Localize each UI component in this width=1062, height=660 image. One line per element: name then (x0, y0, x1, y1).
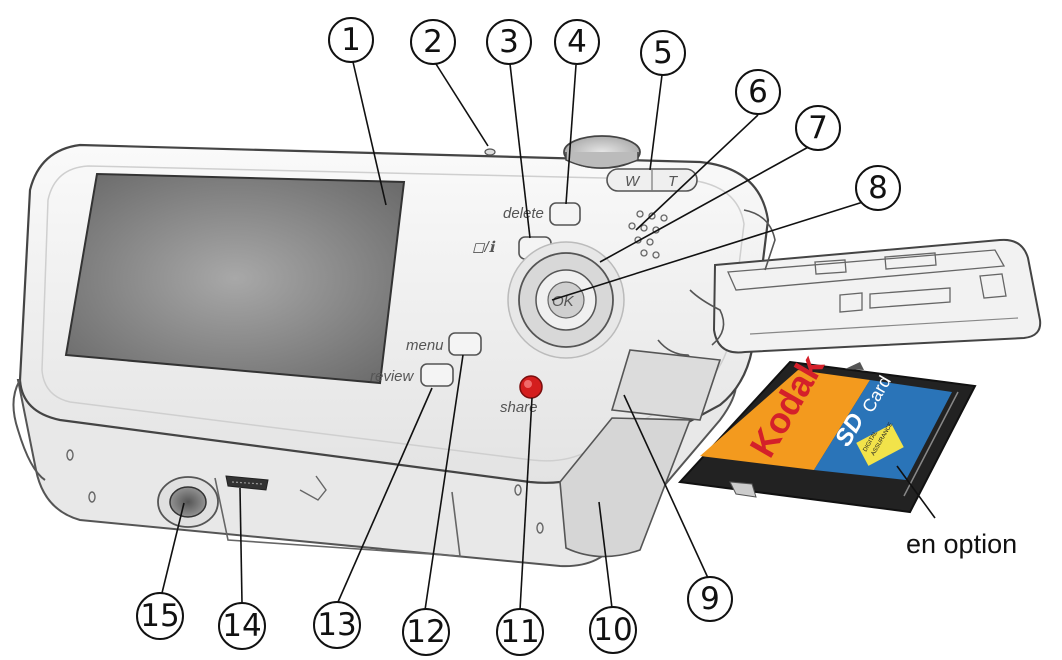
callout-15: 15 (136, 592, 184, 640)
ready-light (484, 148, 496, 156)
compartment-door[interactable] (712, 238, 1042, 354)
callout-8: 8 (855, 165, 901, 211)
callout-6: 6 (735, 69, 781, 115)
callout-13-number: 13 (317, 607, 356, 643)
share-button[interactable] (519, 375, 543, 399)
callout-2-number: 2 (423, 24, 443, 60)
callout-8-number: 8 (868, 170, 888, 206)
tripod-socket (157, 476, 219, 528)
callout-1-number: 1 (341, 22, 361, 58)
callout-6-number: 6 (748, 74, 768, 110)
callout-9-number: 9 (700, 581, 720, 617)
callout-4-number: 4 (567, 24, 587, 60)
leader-lines (161, 61, 864, 611)
door-hinge (657, 209, 776, 371)
callout-3: 3 (486, 19, 532, 65)
callout-14: 14 (218, 602, 266, 650)
callout-7: 7 (795, 105, 841, 151)
usb-av-port (225, 475, 269, 491)
callout-2: 2 (410, 19, 456, 65)
callout-10-number: 10 (593, 612, 632, 648)
callout-4: 4 (554, 19, 600, 65)
callout-12: 12 (402, 608, 450, 656)
zoom-w-label: W (625, 173, 641, 190)
callout-12-number: 12 (406, 614, 445, 650)
zoom-rocker[interactable]: W T (606, 168, 698, 192)
callout-11: 11 (496, 608, 544, 656)
en-option-caption: en option (906, 529, 1017, 559)
ok-label: OK (552, 293, 575, 310)
review-button[interactable] (420, 363, 454, 387)
menu-label: menu (406, 337, 444, 354)
callout-1: 1 (328, 17, 374, 63)
speaker-grille (628, 210, 668, 259)
menu-button[interactable] (448, 332, 482, 356)
callout-14-number: 14 (222, 608, 261, 644)
joystick-ok-button[interactable]: OK (507, 241, 625, 359)
caption-leader (896, 465, 936, 519)
callout-15-number: 15 (140, 598, 179, 634)
share-label: share (500, 399, 538, 416)
callout-11-number: 11 (500, 614, 539, 650)
mode-dial (563, 135, 641, 169)
callout-3-number: 3 (499, 24, 519, 60)
callout-10: 10 (589, 606, 637, 654)
callout-5: 5 (640, 30, 686, 76)
callout-13: 13 (313, 601, 361, 649)
callout-7-number: 7 (808, 110, 828, 146)
lcd-screen (64, 172, 406, 385)
callout-9: 9 (687, 576, 733, 622)
info-label: ◻/ℹ (472, 239, 496, 256)
battery-slot (610, 349, 722, 421)
review-label: review (370, 368, 415, 385)
callout-5-number: 5 (653, 35, 673, 71)
sd-card: Kodak SD Card DIGITAL ASSURANCE (677, 347, 977, 514)
delete-button[interactable] (549, 202, 581, 226)
zoom-t-label: T (668, 173, 679, 190)
delete-label: delete (503, 205, 544, 222)
